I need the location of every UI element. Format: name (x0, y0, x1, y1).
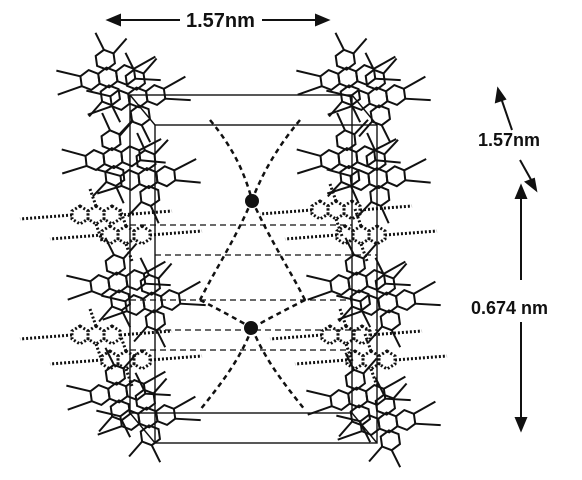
molecule (91, 127, 204, 229)
dashed-molecule (20, 309, 172, 361)
dashed-molecule (285, 209, 437, 261)
solid-molecules (50, 25, 446, 476)
metal-atom-lower (244, 321, 258, 335)
metal-atom-upper (245, 194, 259, 208)
dashed-chain-links (200, 120, 305, 410)
right-oblique-dimension-label: 1.57nm (478, 130, 540, 150)
dashed-molecule (20, 189, 172, 241)
right-vertical-dimension-label: 0.674 nm (471, 298, 548, 318)
molecule (321, 127, 434, 229)
molecule (291, 107, 404, 209)
dashed-molecule (50, 209, 202, 261)
dashed-molecule (295, 334, 447, 386)
top-dimension-label: 1.57nm (186, 10, 255, 32)
dashed-molecule (50, 334, 202, 386)
